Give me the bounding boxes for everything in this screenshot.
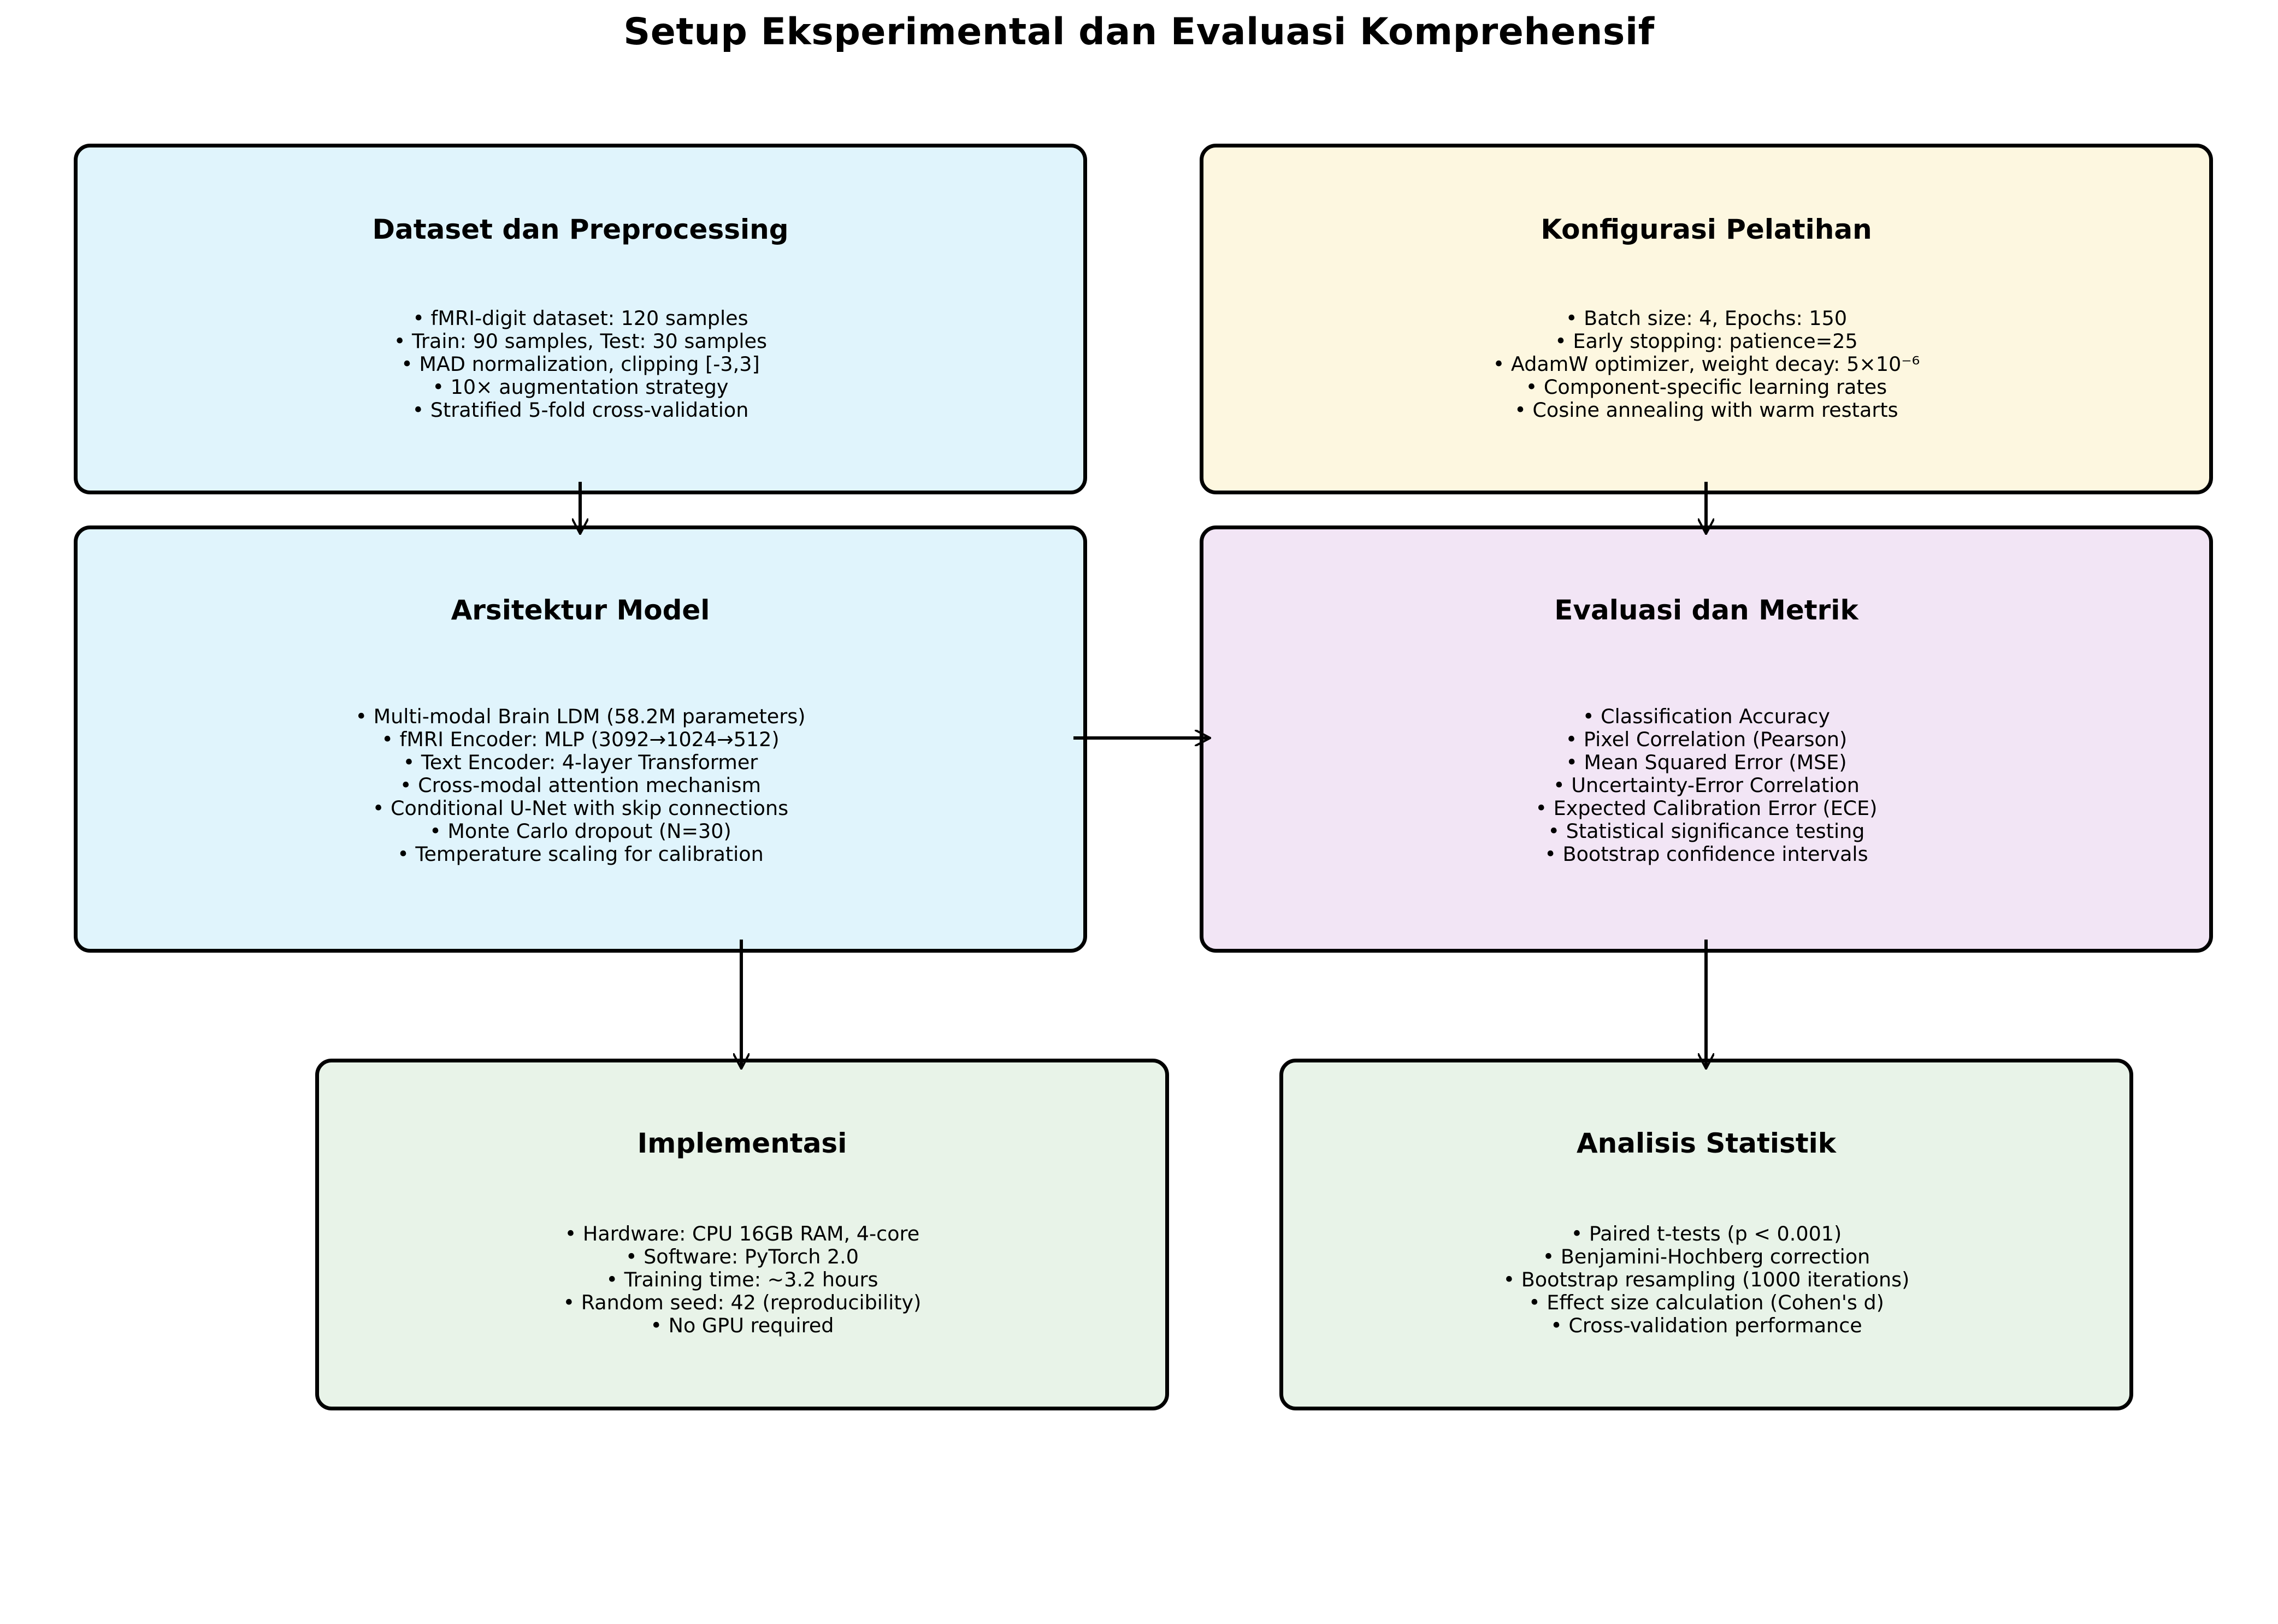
list-item: • Hardware: CPU 16GB RAM, 4-core [564, 1222, 920, 1245]
dataset-preprocessing-title: Dataset dan Preprocessing [372, 214, 789, 245]
list-item: • Component-specific learning rates [1525, 375, 1887, 399]
evaluation-metrics-title: Evaluasi dan Metrik [1554, 594, 1858, 626]
list-item: • Uncertainty-Error Correlation [1553, 773, 1860, 797]
list-item: • Expected Calibration Error (ECE) [1535, 796, 1878, 820]
list-item: • Effect size calculation (Cohen's d) [1528, 1291, 1884, 1314]
implementation-list: • Hardware: CPU 16GB RAM, 4-core • Softw… [319, 1223, 1165, 1337]
list-item: • MAD normalization, clipping [-3,3] [401, 352, 760, 376]
dataset-preprocessing-list: • fMRI-digit dataset: 120 samples • Trai… [78, 307, 1083, 422]
dataset-preprocessing-box: Dataset dan Preprocessing • fMRI-digit d… [74, 144, 1087, 494]
list-item: • Train: 90 samples, Test: 30 samples [393, 329, 768, 353]
list-item: • Classification Accuracy [1583, 705, 1830, 728]
list-item: • fMRI Encoder: MLP (3092→1024→512) [381, 728, 780, 751]
list-item: • Training time: ~3.2 hours [606, 1268, 878, 1291]
model-architecture-box: Arsitektur Model • Multi-modal Brain LDM… [74, 525, 1087, 953]
list-item: • Benjamini-Hochberg correction [1542, 1245, 1870, 1268]
list-item: • Conditional U-Net with skip connection… [372, 796, 789, 820]
statistical-analysis-box: Analisis Statistik • Paired t-tests (p <… [1279, 1059, 2133, 1410]
list-item: • Mean Squared Error (MSE) [1566, 751, 1847, 774]
implementation-box: Implementasi • Hardware: CPU 16GB RAM, 4… [315, 1059, 1169, 1410]
statistical-analysis-list: • Paired t-tests (p < 0.001) • Benjamini… [1283, 1223, 2129, 1337]
list-item: • Temperature scaling for calibration [397, 842, 764, 866]
evaluation-metrics-box: Evaluasi dan Metrik • Classification Acc… [1200, 525, 2213, 953]
training-config-title: Konfigurasi Pelatihan [1541, 214, 1872, 245]
diagram-title: Setup Eksperimental dan Evaluasi Kompreh… [623, 10, 1655, 54]
list-item: • Monte Carlo dropout (N=30) [429, 819, 731, 843]
list-item: • Cross-validation performance [1550, 1314, 1862, 1337]
list-item: • Text Encoder: 4-layer Transformer [403, 751, 758, 774]
list-item: • Paired t-tests (p < 0.001) [1571, 1222, 1842, 1245]
list-item: • Early stopping: patience=25 [1555, 329, 1858, 353]
list-item: • AdamW optimizer, weight decay: 5×10⁻⁶ [1492, 352, 1920, 376]
list-item: • Stratified 5-fold cross-validation [412, 398, 749, 422]
list-item: • No GPU required [650, 1314, 834, 1337]
evaluation-metrics-list: • Classification Accuracy • Pixel Correl… [1203, 705, 2209, 866]
list-item: • 10× augmentation strategy [432, 375, 729, 399]
list-item: • Statistical significance testing [1548, 819, 1865, 843]
list-item: • Batch size: 4, Epochs: 150 [1565, 306, 1848, 330]
list-item: • Cosine annealing with warm restarts [1514, 398, 1898, 422]
list-item: • Bootstrap confidence intervals [1544, 842, 1868, 866]
list-item: • Software: PyTorch 2.0 [625, 1245, 859, 1268]
list-item: • Random seed: 42 (reproducibility) [563, 1291, 922, 1314]
list-item: • Pixel Correlation (Pearson) [1565, 728, 1848, 751]
list-item: • fMRI-digit dataset: 120 samples [412, 306, 748, 330]
model-architecture-list: • Multi-modal Brain LDM (58.2M parameter… [78, 705, 1083, 866]
list-item: • Cross-modal attention mechanism [399, 773, 762, 797]
statistical-analysis-title: Analisis Statistik [1576, 1127, 1837, 1159]
training-config-box: Konfigurasi Pelatihan • Batch size: 4, E… [1200, 144, 2213, 494]
training-config-list: • Batch size: 4, Epochs: 150 • Early sto… [1203, 307, 2209, 422]
implementation-title: Implementasi [637, 1127, 847, 1159]
model-architecture-title: Arsitektur Model [451, 594, 710, 626]
list-item: • Bootstrap resampling (1000 iterations) [1503, 1268, 1910, 1291]
list-item: • Multi-modal Brain LDM (58.2M parameter… [355, 705, 806, 728]
